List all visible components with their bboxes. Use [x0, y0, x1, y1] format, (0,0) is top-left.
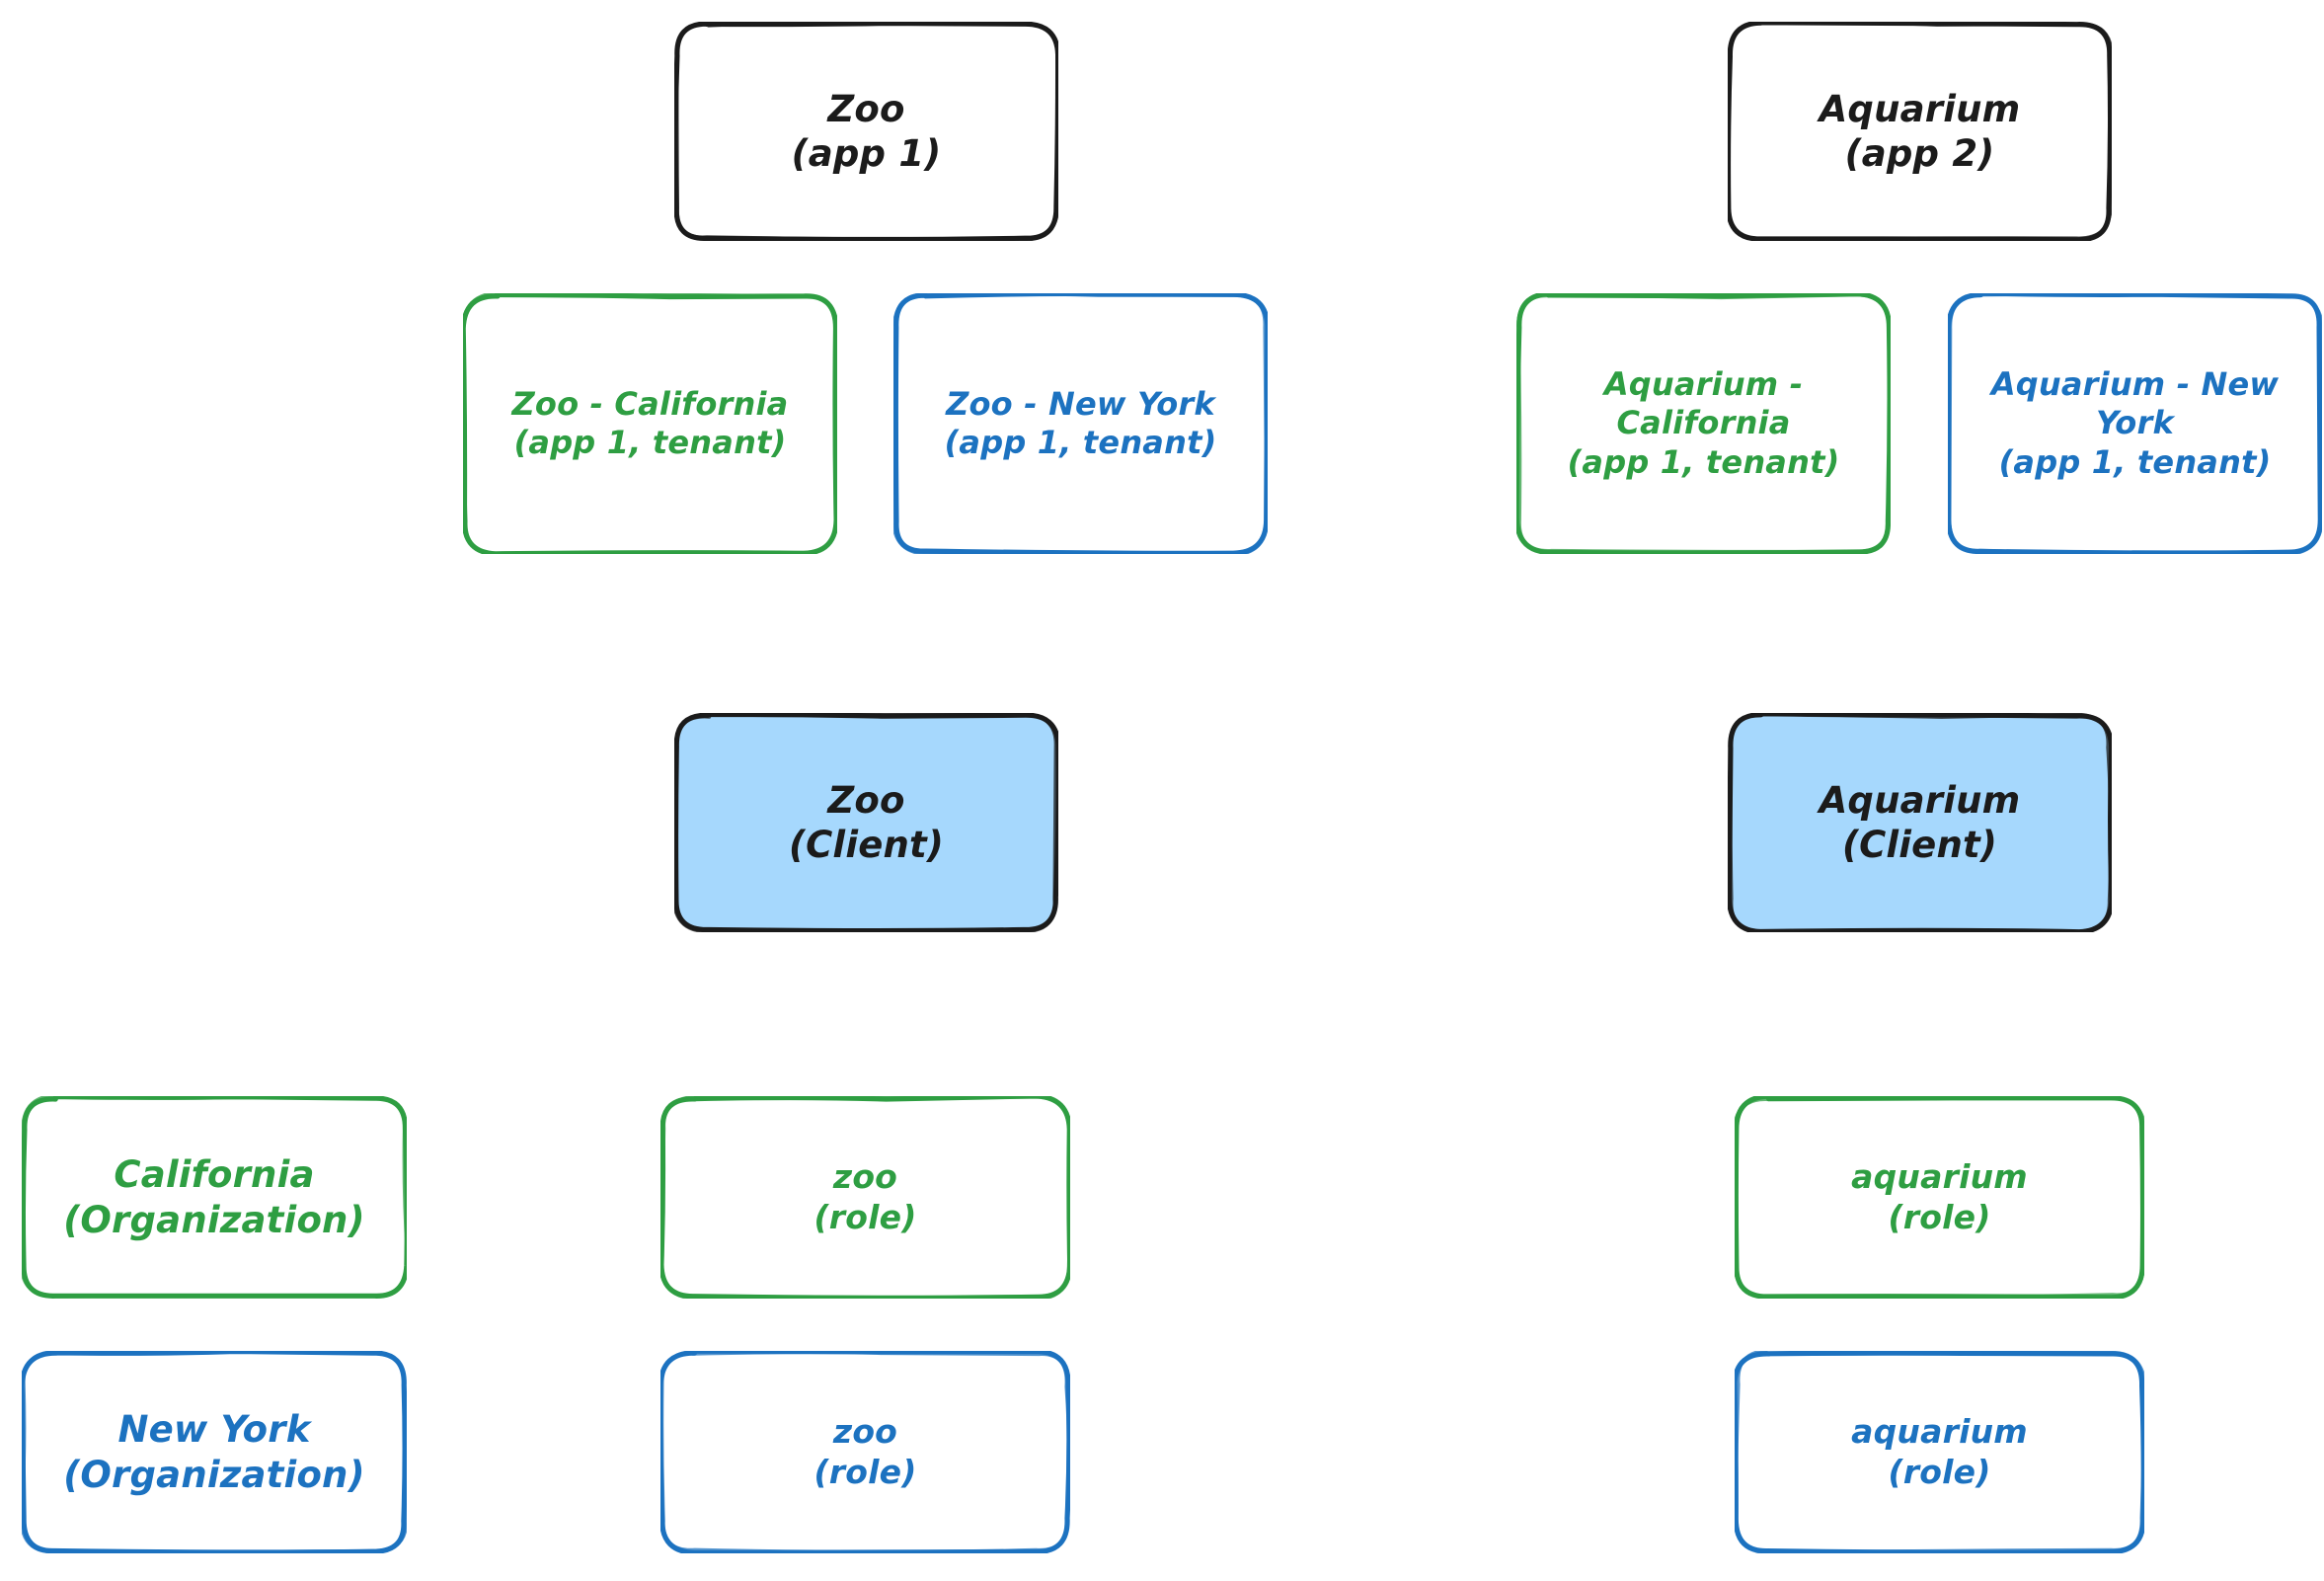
node-title-aquarium-newyork-tenant: Aquarium - New York	[1990, 365, 2280, 442]
node-aquarium-app[interactable]: Aquarium(app 2)	[1728, 22, 2112, 241]
node-subtitle-zoo-california-tenant: (app 1, tenant)	[513, 424, 787, 461]
node-aquarium-client[interactable]: Aquarium(Client)	[1728, 713, 2112, 932]
node-california-organization[interactable]: California(Organization)	[22, 1096, 407, 1299]
node-aquarium-newyork-tenant[interactable]: Aquarium - New York(app 1, tenant)	[1948, 293, 2322, 554]
node-label-aquarium-app: Aquarium(app 2)	[1806, 87, 2035, 176]
node-label-zoo-california-tenant: Zoo - California(app 1, tenant)	[499, 385, 803, 462]
node-subtitle-aquarium-newyork-tenant: (app 1, tenant)	[1998, 442, 2272, 481]
node-title-zoo-app: Zoo	[827, 87, 905, 130]
node-zoo-app[interactable]: Zoo(app 1)	[674, 22, 1058, 241]
node-newyork-organization[interactable]: New York(Organization)	[22, 1351, 407, 1553]
node-subtitle-california-organization: (Organization)	[63, 1198, 365, 1241]
node-subtitle-zoo-newyork-tenant: (app 1, tenant)	[944, 424, 1217, 461]
node-aquarium-role-green[interactable]: aquarium(role)	[1735, 1096, 2144, 1299]
node-label-aquarium-newyork-tenant: Aquarium - New York(app 1, tenant)	[1948, 365, 2322, 481]
node-label-aquarium-california-tenant: Aquarium - California(app 1, tenant)	[1516, 365, 1891, 481]
node-aquarium-california-tenant[interactable]: Aquarium - California(app 1, tenant)	[1516, 293, 1891, 554]
node-label-zoo-role-blue: zoo(role)	[800, 1412, 930, 1492]
node-label-aquarium-role-green: aquarium(role)	[1837, 1157, 2042, 1237]
node-title-newyork-organization: New York	[117, 1408, 311, 1452]
node-title-aquarium-app: Aquarium	[1819, 87, 2021, 130]
node-zoo-client[interactable]: Zoo(Client)	[674, 713, 1058, 932]
node-subtitle-aquarium-role-blue: (role)	[1888, 1452, 1991, 1491]
node-title-aquarium-client: Aquarium	[1819, 778, 2021, 822]
node-subtitle-zoo-client: (Client)	[788, 824, 945, 866]
node-subtitle-aquarium-california-tenant: (app 1, tenant)	[1567, 442, 1840, 481]
node-label-zoo-newyork-tenant: Zoo - New York(app 1, tenant)	[931, 385, 1231, 462]
node-title-zoo-role-green: zoo	[832, 1157, 898, 1197]
node-zoo-newyork-tenant[interactable]: Zoo - New York(app 1, tenant)	[893, 293, 1268, 554]
node-title-aquarium-role-green: aquarium	[1851, 1157, 2028, 1197]
node-label-newyork-organization: New York(Organization)	[49, 1407, 378, 1496]
node-title-zoo-client: Zoo	[827, 778, 905, 822]
node-aquarium-role-blue[interactable]: aquarium(role)	[1735, 1351, 2144, 1553]
node-label-zoo-role-green: zoo(role)	[800, 1157, 930, 1237]
node-subtitle-aquarium-app: (app 2)	[1844, 132, 1995, 175]
node-label-aquarium-client: Aquarium(Client)	[1806, 778, 2035, 867]
node-label-california-organization: California(Organization)	[49, 1152, 378, 1241]
node-subtitle-aquarium-role-green: (role)	[1888, 1197, 1991, 1236]
node-title-aquarium-california-tenant: Aquarium - California	[1603, 365, 1804, 442]
node-zoo-role-green[interactable]: zoo(role)	[660, 1096, 1070, 1299]
node-subtitle-zoo-role-blue: (role)	[813, 1452, 917, 1491]
node-label-zoo-app: Zoo(app 1)	[778, 87, 956, 176]
node-subtitle-zoo-app: (app 1)	[791, 132, 942, 175]
node-zoo-role-blue[interactable]: zoo(role)	[660, 1351, 1070, 1553]
node-subtitle-aquarium-client: (Client)	[1841, 824, 1998, 866]
node-title-california-organization: California	[114, 1153, 315, 1197]
node-subtitle-zoo-role-green: (role)	[813, 1197, 917, 1236]
node-label-aquarium-role-blue: aquarium(role)	[1837, 1412, 2042, 1492]
node-label-zoo-client: Zoo(Client)	[775, 778, 958, 867]
node-title-aquarium-role-blue: aquarium	[1851, 1412, 2028, 1452]
node-title-zoo-role-blue: zoo	[832, 1412, 898, 1452]
node-title-zoo-california-tenant: Zoo - California	[511, 384, 789, 423]
node-zoo-california-tenant[interactable]: Zoo - California(app 1, tenant)	[463, 293, 837, 554]
node-subtitle-newyork-organization: (Organization)	[63, 1453, 365, 1496]
node-title-zoo-newyork-tenant: Zoo - New York	[946, 384, 1215, 423]
